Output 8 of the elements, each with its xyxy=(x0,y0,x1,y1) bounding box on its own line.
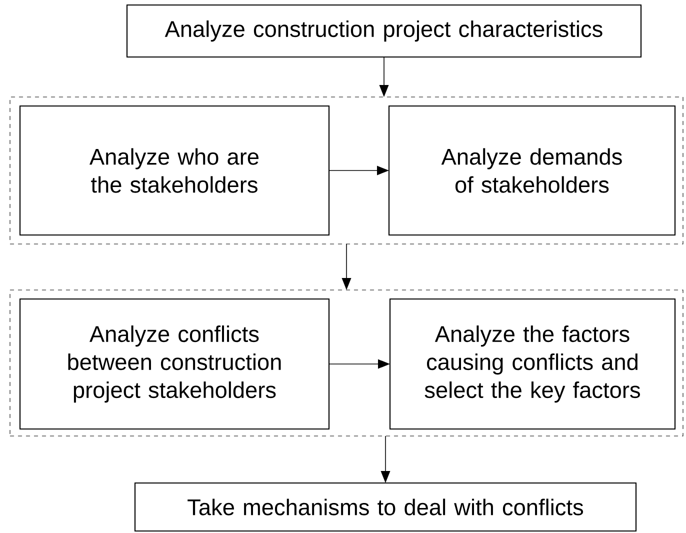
process-box: Analyze demands of stakeholders xyxy=(388,105,676,236)
process-box: Analyze the factors causing conflicts and select the key factors xyxy=(389,298,676,430)
group-frame xyxy=(10,290,684,436)
group-frame xyxy=(10,96,684,244)
process-box: Analyze conflicts between construction project stakeholders xyxy=(19,298,330,430)
process-box: Analyze who are the stakeholders xyxy=(19,105,330,236)
process-box: Analyze construction project characteristics xyxy=(126,4,642,58)
process-box: Take mechanisms to deal with conflicts xyxy=(134,482,637,532)
